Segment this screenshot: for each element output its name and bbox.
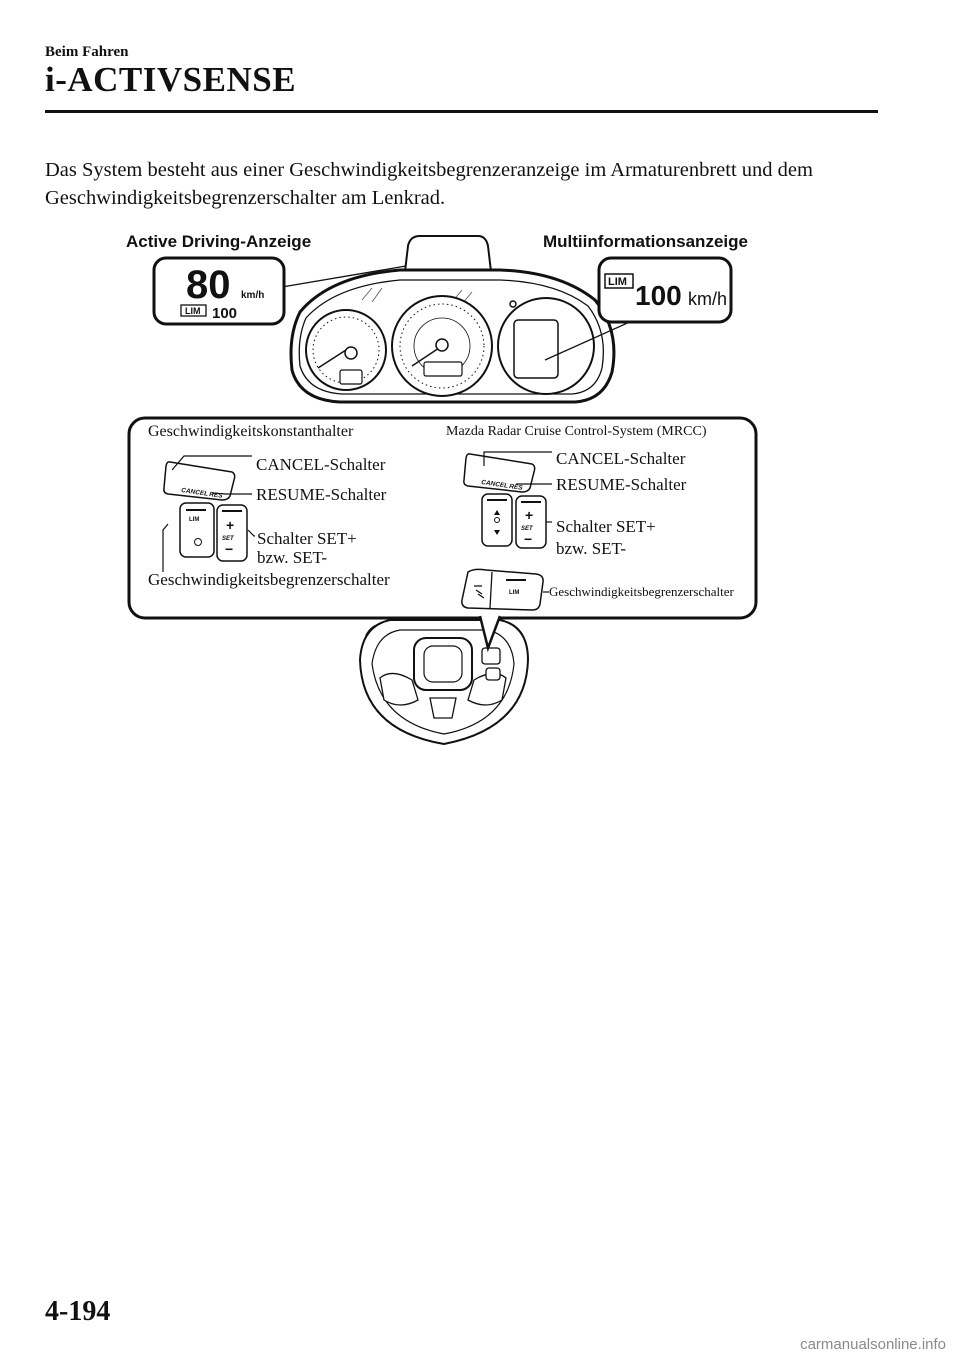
adh-speed: 80 [186,263,231,307]
right-resume-label: RESUME-Schalter [556,475,687,494]
left-res-mark: RES [209,491,224,500]
right-leaders [483,451,552,593]
right-res-mark: RES [509,483,524,492]
right-limiter-label: Geschwindigkeitsbegrenzerschalter [549,584,734,599]
left-limiter-label: Geschwindigkeitsbegrenzerschalter [148,570,390,589]
left-switch-cluster: CANCEL RES LIM + SET − [163,461,248,562]
tachometer-gauge [305,309,387,391]
watermark: carmanualsonline.info [800,1336,946,1353]
steering-wheel-icon [358,619,530,746]
left-panel-title: Geschwindigkeitskonstanthalter [148,423,354,440]
right-set-mark: SET [521,526,534,532]
left-cancel-label: CANCEL-Schalter [256,455,386,474]
multi-info-callout: LIM 100 km/h [597,256,733,324]
cluster-inner-rim [298,279,605,395]
right-limiter-switch: LIM [461,568,544,611]
panel-pointer [478,615,502,653]
right-plus-mark: + [525,507,533,523]
intro-paragraph: Das System besteht aus einer Geschwindig… [45,159,813,209]
label-active-driving: Active Driving-Anzeige [126,232,311,251]
left-set-mark: SET [222,536,235,542]
left-minus-mark: − [225,541,233,557]
label-multi-info: Multiinformationsanzeige [543,232,748,251]
right-switch-cluster: CANCEL RES + SET − [463,453,547,549]
left-set-label-1: Schalter SET+ [257,529,357,548]
switch-panel [127,416,758,620]
mid-speed: 100 [635,280,682,311]
active-driving-callout: 80 km/h LIM 100 [152,256,286,326]
right-minus-mark: − [524,531,532,547]
header-rule [45,110,878,113]
right-set-label-1: Schalter SET+ [556,517,656,536]
adh-unit: km/h [241,290,264,301]
mid-unit: km/h [688,289,727,309]
section-heading: Beim Fahren [45,44,129,60]
speedometer-gauge [391,295,493,397]
mid-lim: LIM [608,276,627,288]
right-set-label-2: bzw. SET- [556,539,626,558]
instrument-figure: Active Driving-Anzeige Multiinformations… [126,232,758,746]
multi-info-display [497,297,595,395]
left-leaders [162,455,255,572]
left-set-label-2: bzw. SET- [257,548,327,567]
left-resume-label: RESUME-Schalter [256,485,387,504]
right-cancel-label: CANCEL-Schalter [556,449,686,468]
adh-lim: LIM [185,306,201,316]
page-number: 4-194 [45,1296,111,1327]
right-cancel-mark: CANCEL [481,479,509,490]
leader-active-driving [281,265,407,288]
left-lim-mark: LIM [189,517,199,523]
adh-limit: 100 [212,305,237,322]
right-lim-mark: LIM [509,590,519,596]
left-plus-mark: + [226,517,234,533]
right-panel-title: Mazda Radar Cruise Control-System (MRCC) [446,424,707,439]
left-cancel-mark: CANCEL [181,487,209,498]
chapter-title: i-ACTIVSENSE [45,60,297,99]
